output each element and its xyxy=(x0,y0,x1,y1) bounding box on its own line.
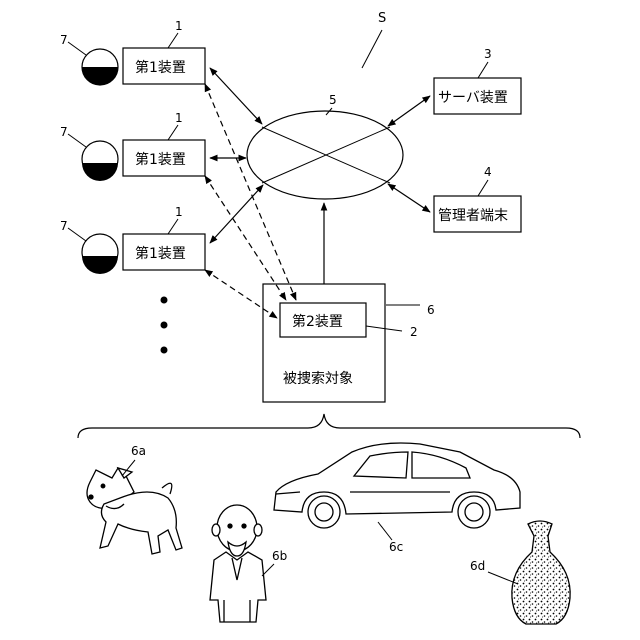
ref-6a: 6a xyxy=(131,444,146,458)
server-label: サーバ装置 xyxy=(438,90,508,106)
dashed-arrow-middle-device2 xyxy=(205,176,286,300)
ref-1-middle: 1 xyxy=(175,111,183,125)
ref-6b: 6b xyxy=(272,549,287,563)
system-label: S xyxy=(378,11,386,26)
ref-1-bottom-leader xyxy=(168,219,178,234)
ref-1-middle-leader xyxy=(168,125,178,140)
first-device-label-top: 第1装置 xyxy=(135,59,186,76)
dog-illustration xyxy=(87,468,182,554)
ref-6d-leader xyxy=(488,572,518,584)
ref-7-middle: 7 xyxy=(60,125,68,139)
searched-object-label: 被捜索対象 xyxy=(283,370,353,387)
car-illustration xyxy=(274,443,520,528)
second-device-label: 第2装置 xyxy=(292,313,343,330)
ref-4-leader xyxy=(478,180,488,196)
man-illustration xyxy=(210,505,266,622)
ref-7-top: 7 xyxy=(60,33,68,47)
ref-6c-leader xyxy=(378,522,392,540)
continuation-dot-1 xyxy=(161,297,168,304)
terminal-7-middle xyxy=(82,141,118,181)
ref-3-leader xyxy=(478,62,488,78)
arrow-device1-bottom-network xyxy=(210,185,263,243)
continuation-dot-2 xyxy=(161,322,168,329)
ref-7-bottom-leader xyxy=(68,228,86,241)
arrow-network-admin xyxy=(388,184,430,212)
ref-7-top-leader xyxy=(68,42,86,55)
grouping-brace xyxy=(78,414,580,438)
ref-1-top-leader xyxy=(168,33,178,48)
vase-illustration xyxy=(512,521,570,624)
ref-2: 2 xyxy=(410,325,418,339)
first-device-label-middle: 第1装置 xyxy=(135,151,186,168)
ref-3: 3 xyxy=(484,47,492,61)
ref-1-top: 1 xyxy=(175,19,183,33)
ref-5: 5 xyxy=(329,93,337,107)
ref-6b-leader xyxy=(262,564,274,576)
ref-6c: 6c xyxy=(389,540,403,554)
ref-6d: 6d xyxy=(470,559,485,573)
first-device-label-bottom: 第1装置 xyxy=(135,245,186,262)
ref-4: 4 xyxy=(484,165,492,179)
terminal-7-bottom xyxy=(82,234,118,274)
ref-6: 6 xyxy=(427,303,435,317)
ref-7-middle-leader xyxy=(68,134,86,147)
arrow-network-server xyxy=(388,96,430,126)
ref-1-bottom: 1 xyxy=(175,205,183,219)
system-leader xyxy=(362,30,382,68)
admin-terminal-label: 管理者端末 xyxy=(438,208,508,224)
terminal-7-top xyxy=(82,49,118,85)
ref-7-bottom: 7 xyxy=(60,219,68,233)
continuation-dot-3 xyxy=(161,347,168,354)
